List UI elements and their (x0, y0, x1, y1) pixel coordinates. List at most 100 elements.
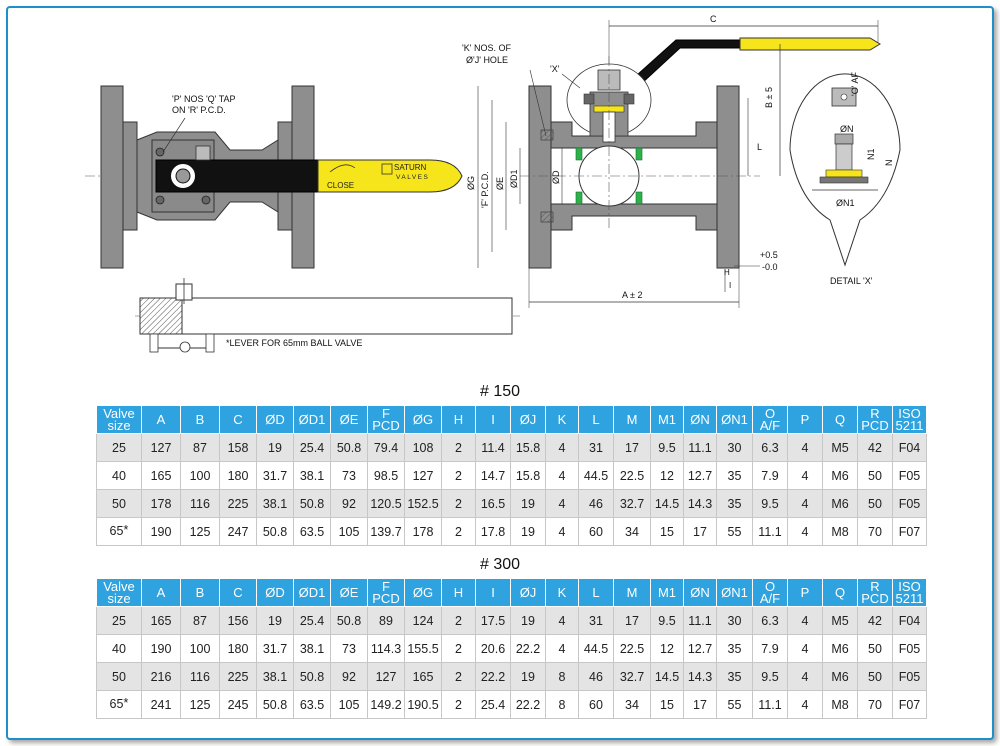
table-cell: 30 (716, 606, 753, 635)
column-header: I (475, 405, 511, 434)
table-cell: 31.7 (256, 461, 294, 490)
dim-h: H (724, 268, 730, 277)
table-cell: 165 (141, 606, 181, 635)
table-cell: 2 (441, 634, 476, 663)
table-cell: 17 (683, 517, 717, 546)
table-cell: 6.3 (752, 433, 788, 462)
table-cell: 50.8 (293, 489, 331, 518)
table-cell: 14.3 (683, 662, 717, 691)
table-cell: 11.1 (683, 606, 717, 635)
column-header: C (219, 405, 257, 434)
table-cell: 156 (219, 606, 257, 635)
column-header: H (441, 405, 476, 434)
table-cell: 7.9 (752, 634, 788, 663)
detail-label: DETAIL 'X' (830, 276, 873, 286)
table-cell: 190 (141, 634, 181, 663)
table-cell: 38.1 (256, 489, 294, 518)
table-cell: 120.5 (367, 489, 405, 518)
table-cell: 4 (787, 489, 823, 518)
table-cell: 4 (545, 634, 579, 663)
table-cell: 124 (404, 606, 442, 635)
table-cell: 19 (510, 662, 546, 691)
table-cell: 32.7 (613, 662, 651, 691)
table-cell: M8 (822, 690, 858, 719)
table-cell: F05 (892, 634, 927, 663)
table-cell: 17.5 (475, 606, 511, 635)
dim-on1: ØN1 (836, 198, 855, 208)
class-150-title: # 150 (479, 383, 521, 400)
detail-x-view: ØN N1 N ØN1 'O' AF DETAIL 'X' (789, 72, 901, 286)
column-header: L (578, 578, 614, 607)
table-cell: 14.5 (650, 489, 684, 518)
table-cell: 46 (578, 662, 614, 691)
table-cell: 178 (141, 489, 181, 518)
dim-a: A ± 2 (622, 290, 642, 300)
table-cell: 165 (404, 662, 442, 691)
table-cell: M5 (822, 606, 858, 635)
table-cell: 19 (256, 606, 294, 635)
column-header: ØJ (510, 405, 546, 434)
table-cell: 31.7 (256, 634, 294, 663)
table-cell: 100 (180, 634, 220, 663)
class-300-title: # 300 (479, 556, 521, 573)
table-cell: 17 (683, 690, 717, 719)
table-cell: 2 (441, 433, 476, 462)
table-cell: 22.2 (510, 634, 546, 663)
dim-d: ØD (551, 170, 561, 184)
dim-g: ØG (466, 176, 476, 190)
table-cell: 105 (330, 690, 368, 719)
table-cell: 4 (787, 517, 823, 546)
table-cell: F05 (892, 489, 927, 518)
table-cell: 50 (96, 662, 142, 691)
table-cell: 127 (141, 433, 181, 462)
dim-b: B ± 5 (764, 87, 774, 108)
table-cell: 11.4 (475, 433, 511, 462)
dim-f: 'F' P.C.D. (480, 171, 490, 208)
table-cell: 116 (180, 489, 220, 518)
table-cell: 4 (787, 662, 823, 691)
table-cell: 241 (141, 690, 181, 719)
column-header: ØD (256, 578, 294, 607)
table-cell: 50.8 (256, 517, 294, 546)
column-header: P (787, 578, 823, 607)
dim-c: C (710, 14, 717, 24)
table-cell: M6 (822, 489, 858, 518)
table-cell: 2 (441, 517, 476, 546)
table-cell: 34 (613, 517, 651, 546)
table-cell: 11.1 (683, 433, 717, 462)
table-cell: 178 (404, 517, 442, 546)
table-cell: 30 (716, 433, 753, 462)
table-cell: F07 (892, 517, 927, 546)
table-cell: 46 (578, 489, 614, 518)
table-cell: M6 (822, 461, 858, 490)
table-cell: 190.5 (404, 690, 442, 719)
table-cell: 50.8 (330, 433, 368, 462)
tol-plus: +0.5 (760, 250, 778, 260)
table-cell: 14.3 (683, 489, 717, 518)
table-cell: 44.5 (578, 461, 614, 490)
dim-d1: ØD1 (509, 169, 519, 188)
table-cell: 9.5 (752, 662, 788, 691)
column-header: ØD1 (293, 405, 331, 434)
column-header: ØN (683, 405, 717, 434)
table-cell: 22.5 (613, 634, 651, 663)
column-header: Q (822, 578, 858, 607)
table-cell: 42 (857, 606, 893, 635)
column-header: ØN1 (716, 578, 753, 607)
table-cell: 22.2 (475, 662, 511, 691)
table-cell: 125 (180, 517, 220, 546)
table-cell: 98.5 (367, 461, 405, 490)
lever-65mm-view: *LEVER FOR 65mm BALL VALVE (135, 278, 520, 353)
table-cell: 44.5 (578, 634, 614, 663)
table-cell: F04 (892, 606, 927, 635)
table-cell: 127 (404, 461, 442, 490)
